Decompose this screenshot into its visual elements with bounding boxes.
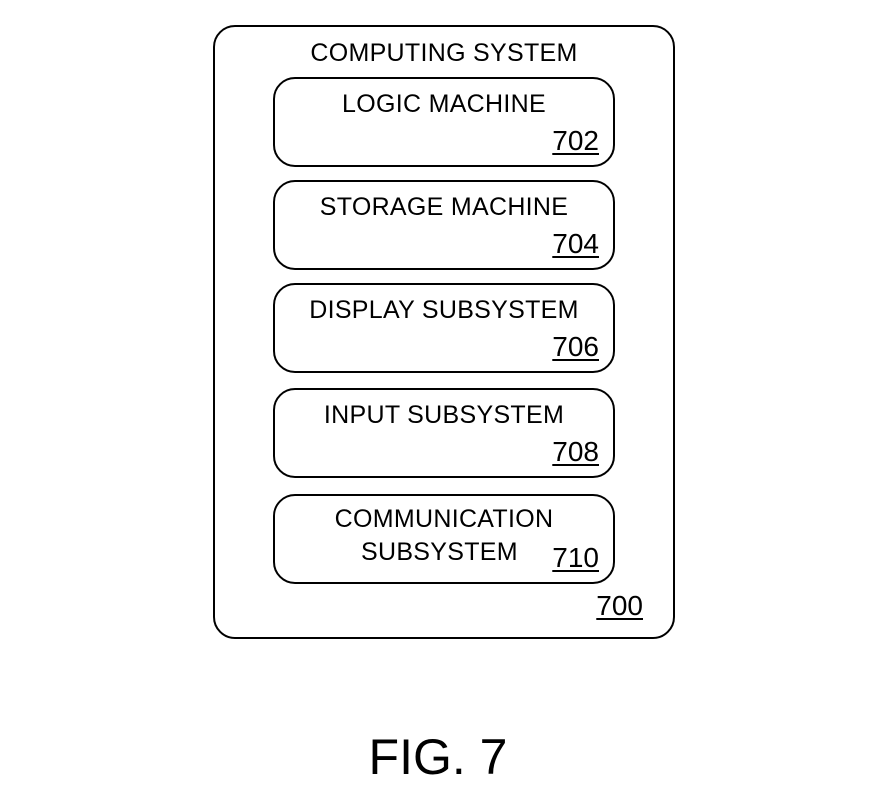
communication-subsystem-label-line1: COMMUNICATION <box>334 505 554 533</box>
storage-machine-label: STORAGE MACHINE <box>319 193 569 221</box>
communication-subsystem-label-line2: SUBSYSTEM <box>361 538 518 566</box>
storage-machine-box: STORAGE MACHINE 704 <box>273 180 615 270</box>
figure-label: FIG. 7 <box>368 729 508 785</box>
computing-system-ref: 700 <box>596 590 643 621</box>
input-subsystem-box: INPUT SUBSYSTEM 708 <box>273 388 615 478</box>
display-subsystem-ref: 706 <box>552 331 599 362</box>
computing-system-box: COMPUTING SYSTEM LOGIC MACHINE 702 STORA… <box>213 25 675 639</box>
logic-machine-ref: 702 <box>552 125 599 156</box>
input-subsystem-ref: 708 <box>552 436 599 467</box>
storage-machine-ref: 704 <box>552 228 599 259</box>
display-subsystem-label: DISPLAY SUBSYSTEM <box>309 296 579 324</box>
input-subsystem-label: INPUT SUBSYSTEM <box>323 401 565 429</box>
logic-machine-label: LOGIC MACHINE <box>342 90 546 118</box>
logic-machine-box: LOGIC MACHINE 702 <box>273 77 615 167</box>
communication-subsystem-ref: 710 <box>552 542 599 573</box>
communication-subsystem-box: COMMUNICATION SUBSYSTEM 710 <box>273 494 615 584</box>
computing-system-title: COMPUTING SYSTEM <box>310 39 578 67</box>
display-subsystem-box: DISPLAY SUBSYSTEM 706 <box>273 283 615 373</box>
